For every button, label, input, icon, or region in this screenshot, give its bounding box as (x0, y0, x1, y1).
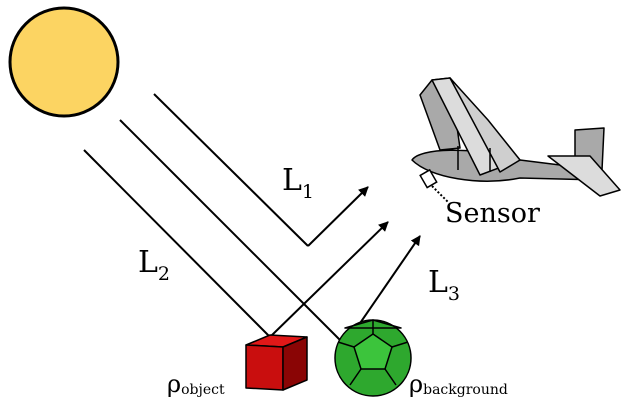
green-dodecahedron-icon (334, 319, 412, 397)
label-l3: L3 (428, 265, 460, 305)
ray-l2-reflected (269, 221, 389, 338)
airplane-icon (411, 77, 621, 197)
ray-l1-reflected (307, 186, 369, 247)
label-l1: L1 (282, 163, 314, 203)
ray-l1-incoming (153, 93, 309, 247)
label-sensor: Sensor (445, 198, 540, 229)
sensor-icon (419, 168, 449, 203)
label-rho-object: ρobject (167, 370, 225, 398)
ray-l3-incoming (119, 119, 346, 346)
ray-l2-incoming (83, 149, 271, 338)
label-l2: L2 (138, 245, 170, 285)
label-rho-background: ρbackground (409, 370, 508, 398)
sun-icon (8, 6, 120, 118)
red-cube-icon (245, 334, 308, 391)
